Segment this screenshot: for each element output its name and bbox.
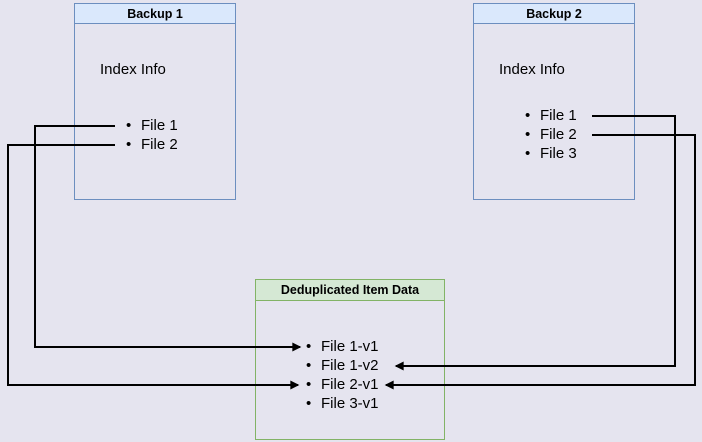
list-item: File 2 (524, 125, 577, 144)
list-item: File 1 (524, 106, 577, 125)
backup1-subtitle: Index Info (100, 61, 166, 78)
backup2-title: Backup 2 (474, 4, 634, 24)
list-item: File 1-v2 (305, 356, 379, 375)
backup2-subtitle: Index Info (499, 61, 565, 78)
list-item: File 1-v1 (305, 337, 379, 356)
backup1-box: Backup 1 Index Info File 1 File 2 (74, 3, 236, 200)
backup2-box: Backup 2 Index Info File 1 File 2 File 3 (473, 3, 635, 200)
dedup-item-list: File 1-v1 File 1-v2 File 2-v1 File 3-v1 (305, 337, 379, 413)
backup2-file-list: File 1 File 2 File 3 (524, 106, 577, 163)
deduplicated-item-data-box: Deduplicated Item Data File 1-v1 File 1-… (255, 279, 445, 440)
list-item: File 3-v1 (305, 394, 379, 413)
backup1-file-list: File 1 File 2 (125, 116, 178, 154)
backup1-title: Backup 1 (75, 4, 235, 24)
list-item: File 2-v1 (305, 375, 379, 394)
dedup-title: Deduplicated Item Data (256, 280, 444, 301)
list-item: File 2 (125, 135, 178, 154)
list-item: File 3 (524, 144, 577, 163)
list-item: File 1 (125, 116, 178, 135)
